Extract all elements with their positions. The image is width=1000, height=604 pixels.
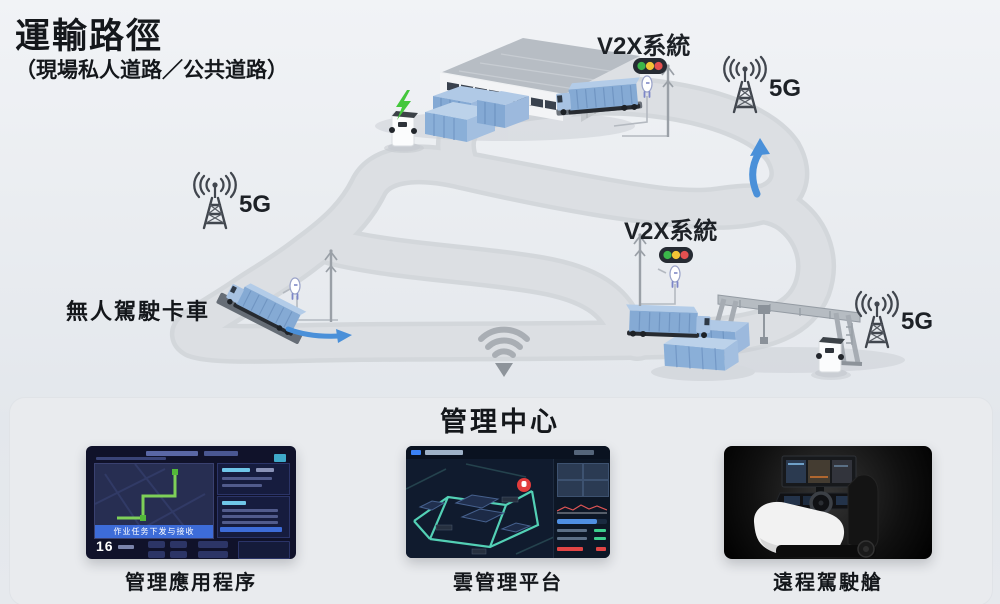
app1-titlebar-text xyxy=(146,451,198,456)
5g-tower-left xyxy=(193,171,237,230)
truck-left xyxy=(216,283,307,344)
charging-bolt-icon xyxy=(396,90,411,120)
app2-alert-text xyxy=(557,547,583,551)
app1-task-row3 xyxy=(222,521,278,524)
app2-alert-count xyxy=(596,547,606,551)
app1-map-canvas xyxy=(94,463,206,539)
app1-map-banner: 作业任务下发与接收 xyxy=(95,525,213,538)
app1-stat-value: 16 xyxy=(96,538,114,554)
app1-stat-suffix xyxy=(118,545,134,549)
app2-row-label2 xyxy=(557,537,587,540)
app2-camera-thumb3 xyxy=(557,480,583,497)
5g-label-left: 5G xyxy=(239,191,272,218)
management-center-title: 管理中心 xyxy=(440,407,560,437)
page-title: 運輸路徑 xyxy=(15,17,164,56)
route-arrow-up xyxy=(749,138,770,198)
app2-header-menu xyxy=(574,450,594,455)
cockpit-art xyxy=(753,455,879,558)
app2-header xyxy=(406,446,610,459)
app1-map: 作业任务下发与接收 xyxy=(94,463,214,539)
app1-panel-status-value xyxy=(256,468,274,472)
app2-sidebar xyxy=(553,459,610,558)
caption-cloud-platform: 雲管理平台 xyxy=(453,572,563,594)
caption-remote-cockpit: 遠程駕駛艙 xyxy=(773,572,883,594)
traffic-light-mid xyxy=(659,247,693,263)
app2-mini-chart xyxy=(557,504,607,514)
app1-button4 xyxy=(170,551,187,558)
app1-panel-tasks xyxy=(217,496,290,538)
app1-panel-status xyxy=(217,463,290,495)
app2-row-value2 xyxy=(594,537,606,540)
app1-button6 xyxy=(198,551,228,558)
5g-tower-right xyxy=(855,290,899,349)
management-app-screenshot: 作业任务下发与接收 16 xyxy=(86,446,296,559)
route-arrow-right xyxy=(285,326,352,343)
app1-statusline xyxy=(96,457,166,460)
app2-camera-thumb4 xyxy=(583,480,609,497)
robot-mid xyxy=(669,265,681,288)
app1-mini-chart xyxy=(238,541,290,559)
app2-logo xyxy=(411,450,421,455)
cloud-platform-screenshot xyxy=(406,446,610,558)
5g-label-right: 5G xyxy=(901,308,934,335)
app2-progress-fill xyxy=(557,519,597,524)
app2-row-value xyxy=(594,529,606,532)
app1-titlebar-text2 xyxy=(204,451,238,456)
robot-left xyxy=(289,277,301,300)
v2x-label-mid: V2X系統 xyxy=(624,218,718,245)
app1-panel-status-title xyxy=(222,468,250,472)
app2-camera-thumb xyxy=(557,463,583,480)
wifi-downlink-icon xyxy=(478,326,530,377)
driverless-truck-label: 無人駕駛卡車 xyxy=(66,299,211,324)
app1-task-row xyxy=(222,509,278,512)
app1-panel-tasks-title xyxy=(222,501,246,505)
app1-task-row-selected xyxy=(220,527,282,532)
app2-map xyxy=(406,459,554,558)
app2-row-label xyxy=(557,529,587,532)
caption-management-app: 管理應用程序 xyxy=(125,572,257,594)
truck-right xyxy=(626,304,711,339)
app1-task-row2 xyxy=(222,515,278,518)
app1-weather-widget xyxy=(274,454,286,462)
truck-top xyxy=(555,77,643,116)
container-stack-top xyxy=(425,86,529,142)
app1-button5 xyxy=(198,541,228,548)
app2-camera-thumb2 xyxy=(583,463,609,480)
remote-cockpit-photo xyxy=(724,446,932,559)
app1-panel-status-row2 xyxy=(222,484,262,487)
app1-panel-status-row xyxy=(222,477,272,480)
app1-button xyxy=(148,541,165,548)
app1-button2 xyxy=(170,541,187,548)
page-subtitle: （現場私人道路／公共道路） xyxy=(15,58,288,82)
v2x-label-top: V2X系統 xyxy=(597,33,691,60)
5g-label-topright: 5G xyxy=(769,75,802,102)
app1-button3 xyxy=(148,551,165,558)
app2-header-title xyxy=(425,450,463,455)
